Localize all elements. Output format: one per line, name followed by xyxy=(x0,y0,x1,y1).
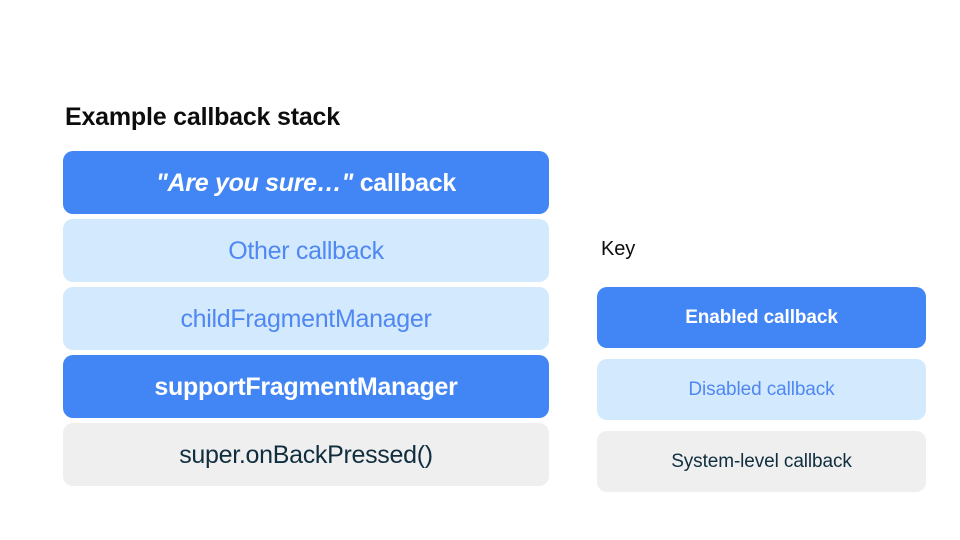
callback-row-childfragmentmanager[interactable]: childFragmentManager xyxy=(63,287,549,350)
key-title: Key xyxy=(601,238,636,260)
callback-row-label: super.onBackPressed() xyxy=(179,440,433,469)
callback-row-label: supportFragmentManager xyxy=(154,372,458,401)
callback-row-label: childFragmentManager xyxy=(180,304,432,333)
key-item-enabled-callback: Enabled callback xyxy=(597,287,926,348)
callback-row-supportfragmentmanager[interactable]: supportFragmentManager xyxy=(63,355,549,418)
callback-row-are-you-sure[interactable]: "Are you sure…" callback xyxy=(63,151,549,214)
key-item-label: Disabled callback xyxy=(688,378,835,400)
page-title: Example callback stack xyxy=(65,103,340,131)
callback-row-super-onbackpressed[interactable]: super.onBackPressed() xyxy=(63,423,549,486)
callback-row-other-callback[interactable]: Other callback xyxy=(63,219,549,282)
key-legend-list: Enabled callback Disabled callback Syste… xyxy=(597,287,926,492)
key-panel: Key Enabled callback Disabled callback S… xyxy=(597,236,926,492)
key-item-disabled-callback: Disabled callback xyxy=(597,359,926,420)
callback-row-label: Other callback xyxy=(228,236,384,265)
callback-stack-list: "Are you sure…" callback Other callback … xyxy=(63,151,549,486)
key-item-label: Enabled callback xyxy=(685,306,838,328)
callback-row-label: "Are you sure…" callback xyxy=(156,168,456,198)
callback-row-label-plain: callback xyxy=(353,168,457,197)
callback-row-label-quoted: "Are you sure…" xyxy=(156,168,354,197)
key-item-system-level-callback: System-level callback xyxy=(597,431,926,492)
callback-stack-panel: Example callback stack "Are you sure…" c… xyxy=(63,100,549,486)
key-item-label: System-level callback xyxy=(671,450,852,472)
